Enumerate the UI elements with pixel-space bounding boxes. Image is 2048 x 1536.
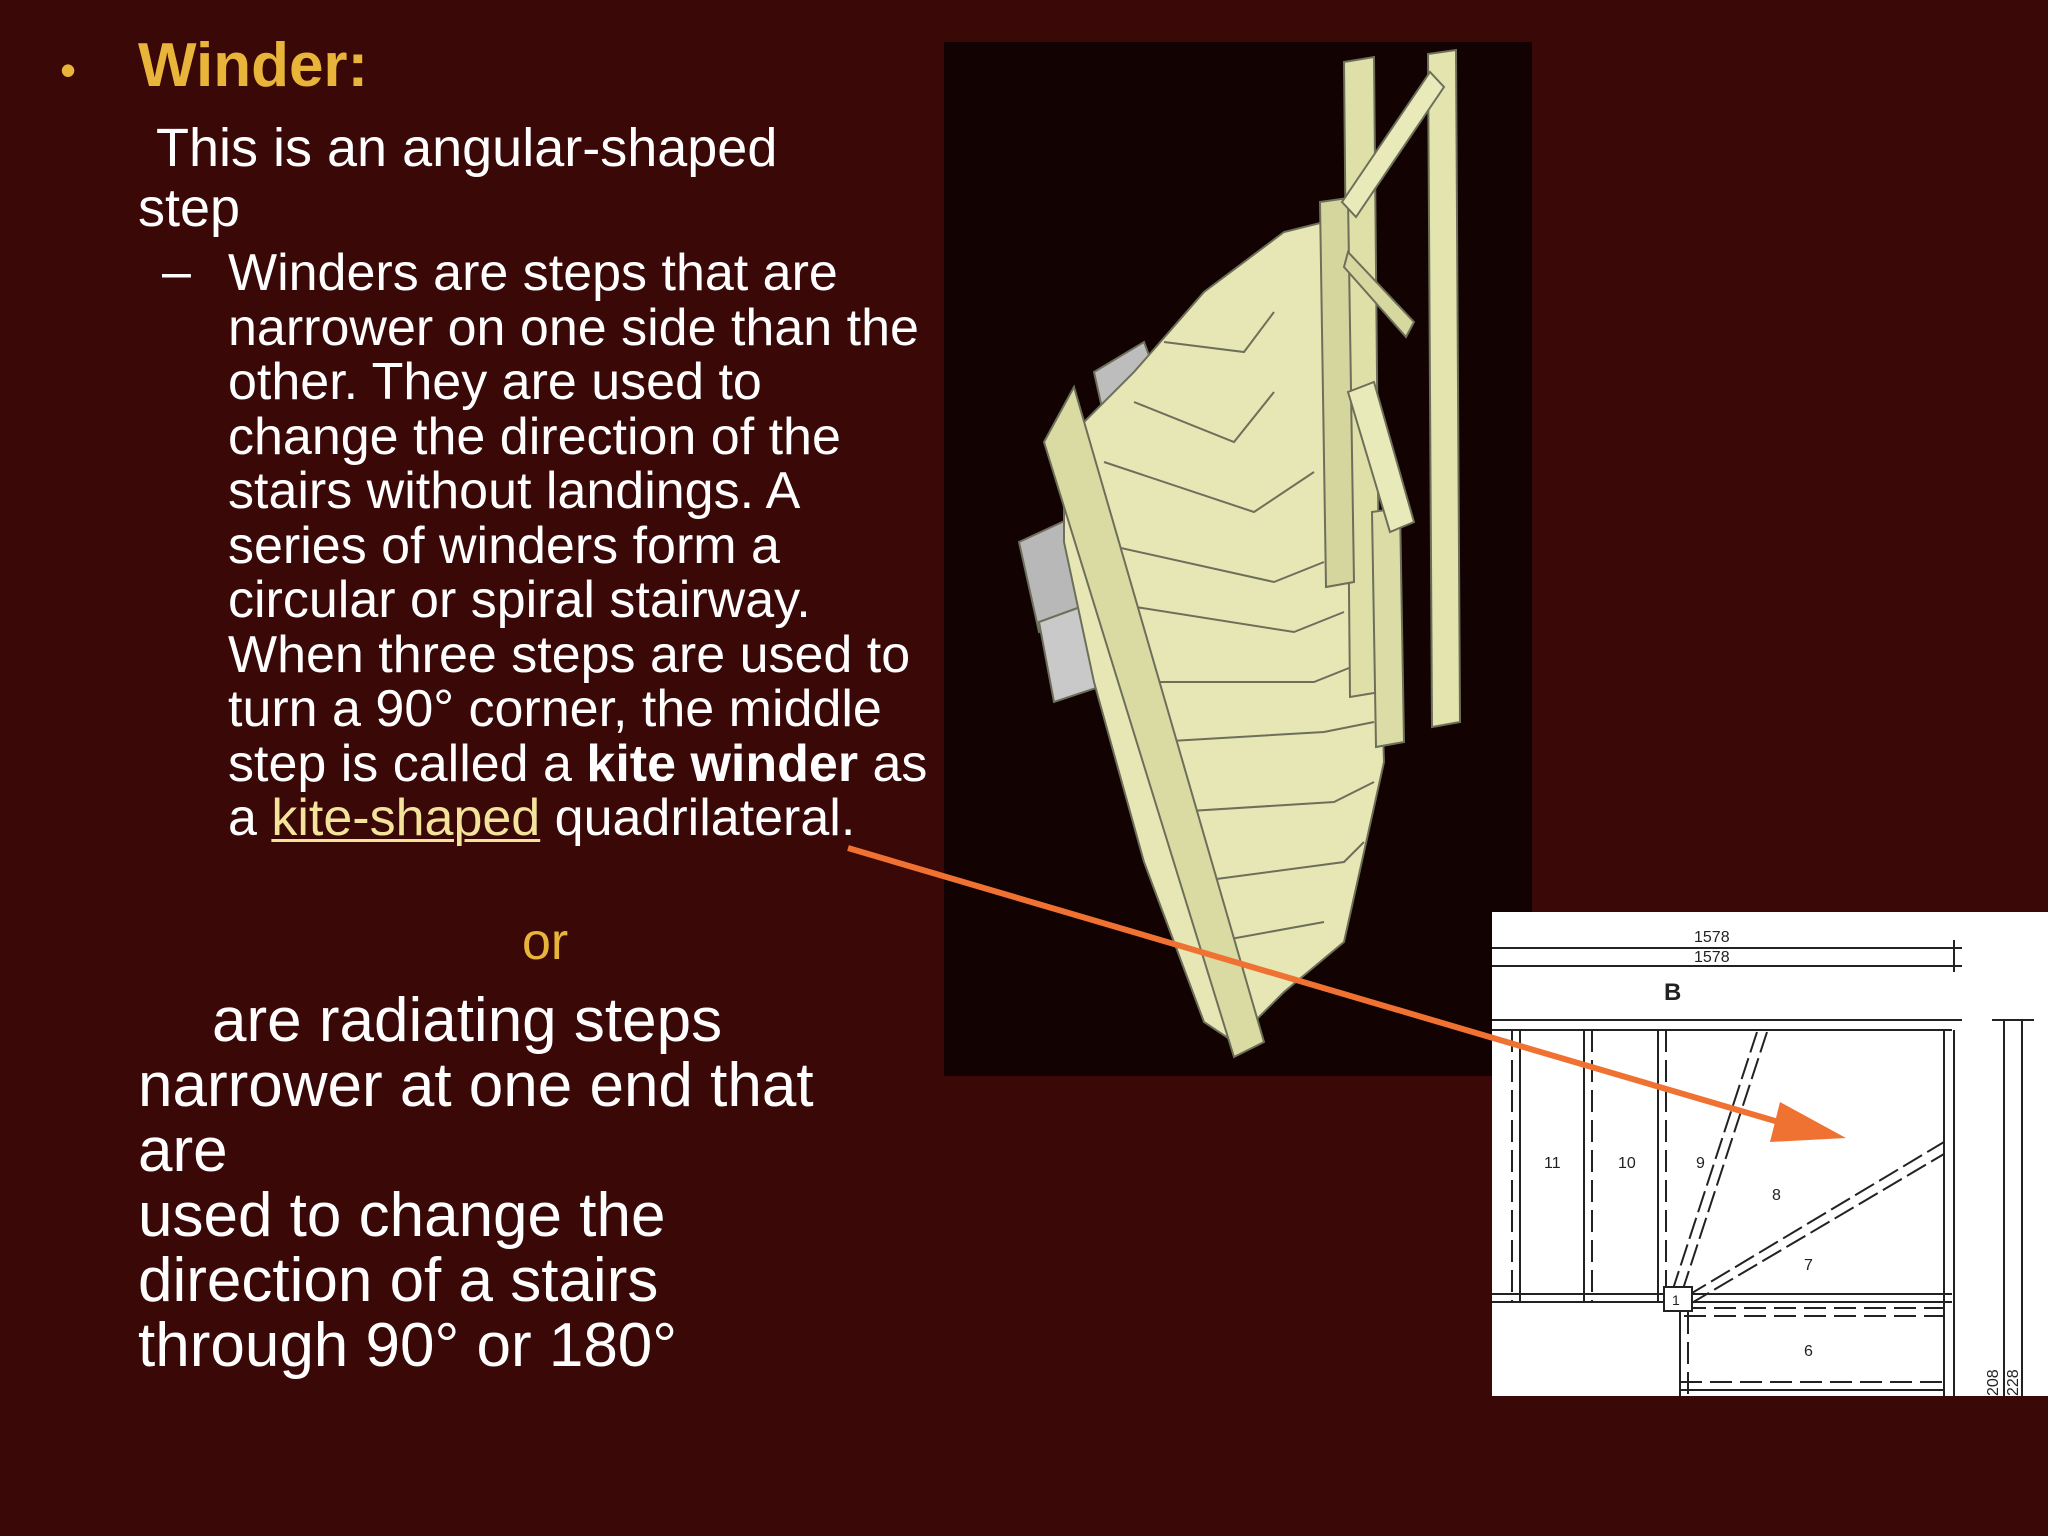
bottom-line-2: narrower at one end that [138,1051,814,1120]
step-7: 7 [1804,1257,1813,1274]
step-6: 6 [1804,1343,1813,1360]
bottom-line-6: through 90° or 180° [138,1311,678,1380]
winder-floor-plan: 1578 1578 B 11 10 9 8 7 6 1 208 228 [1492,912,2048,1396]
step-10: 10 [1618,1155,1636,1172]
alternative-definition: are radiating steps narrower at one end … [138,988,938,1378]
kite-winder-term: kite winder [586,734,859,793]
step-11: 11 [1544,1155,1561,1172]
intro-line-2: step [138,178,241,238]
description-end: quadrilateral. [540,789,856,847]
step-1: 1 [1672,1292,1680,1308]
winder-stair-illustration [944,42,1532,1076]
stair-drawing [1017,48,1462,1059]
bottom-line-3: are [138,1116,228,1185]
intro-text: This is an angular-shaped step [138,118,898,238]
or-separator: or [522,913,569,971]
plan-dim-right-2: 228 [2005,1369,2022,1396]
slide-heading: Winder: [138,31,369,100]
plan-dim-right-1: 208 [1985,1369,2002,1396]
plan-drawing: 1578 1578 B 11 10 9 8 7 6 1 208 228 [1492,929,2034,1396]
plan-label-b: B [1664,979,1681,1006]
intro-line-1: This is an angular-shaped [156,118,778,178]
kite-shaped-link[interactable]: kite-shaped [271,789,541,847]
description-text: Winders are steps that are narrower on o… [228,244,919,793]
plan-dim-top-2: 1578 [1694,949,1730,966]
description-connector: as a [228,734,928,847]
bottom-line-1: are radiating steps [212,986,723,1055]
heading-bullet: • [60,44,77,96]
plan-dim-top-1: 1578 [1694,929,1730,946]
winder-description: Winders are steps that are narrower on o… [228,246,928,846]
step-9: 9 [1696,1155,1705,1172]
step-8: 8 [1772,1187,1781,1204]
bottom-line-4: used to change the [138,1181,666,1250]
bottom-line-5: direction of a stairs [138,1246,659,1315]
sub-bullet-dash: – [162,243,191,301]
